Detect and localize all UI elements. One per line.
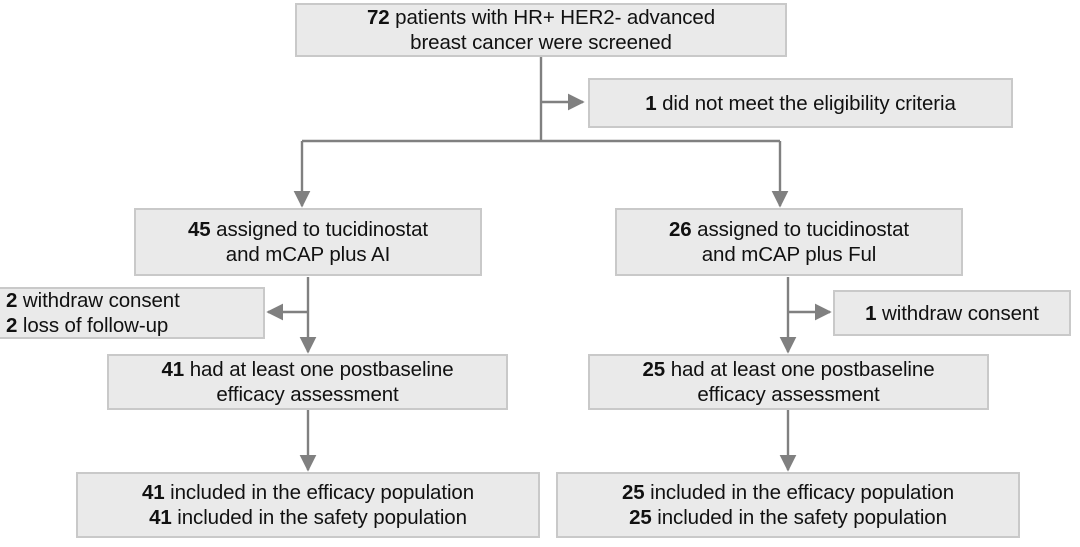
node-ineligible-line1: 1 did not meet the eligibility criteria [645,91,956,115]
node-population-left-line2: 41 included in the safety population [149,506,467,529]
node-population-right-line1: 25 included in the efficacy population [621,481,955,504]
node-postbaseline-left-line1: 41 had at least one postbaseline [161,358,454,381]
node-postbaseline-left: 41 had at least one postbaseline efficac… [107,354,508,410]
node-postbaseline-right: 25 had at least one postbaseline efficac… [588,354,989,410]
node-population-left-line1: 41 included in the efficacy population [141,481,475,504]
node-population-left: 41 included in the efficacy population 4… [76,472,540,538]
node-population-right: 25 included in the efficacy population 2… [556,472,1020,538]
node-postbaseline-left-line2: efficacy assessment [216,383,399,406]
node-assigned-right-line2: and mCAP plus Ful [701,243,877,266]
node-assigned-left: 45 assigned to tucidinostat and mCAP plu… [134,208,482,276]
node-assigned-right: 26 assigned to tucidinostat and mCAP plu… [615,208,963,276]
node-dropout-right: 1 withdraw consent [833,290,1071,336]
node-assigned-left-line1: 45 assigned to tucidinostat [187,218,429,241]
node-ineligible: 1 did not meet the eligibility criteria [588,78,1013,128]
node-screened: 72 patients with HR+ HER2- advanced brea… [295,3,787,57]
node-dropout-left: 2 withdraw consent 2 loss of follow-up [0,287,265,339]
node-dropout-left-line1: 2 withdraw consent [6,289,180,312]
node-dropout-right-line1: 1 withdraw consent [865,301,1039,325]
node-dropout-left-line2: 2 loss of follow-up [6,314,169,337]
node-screened-line2: breast cancer were screened [410,31,672,54]
node-population-right-line2: 25 included in the safety population [629,506,947,529]
node-screened-line1: 72 patients with HR+ HER2- advanced [366,6,716,29]
node-assigned-right-line1: 26 assigned to tucidinostat [668,218,910,241]
node-assigned-left-line2: and mCAP plus AI [225,243,391,266]
node-postbaseline-right-line2: efficacy assessment [697,383,880,406]
node-postbaseline-right-line1: 25 had at least one postbaseline [642,358,935,381]
